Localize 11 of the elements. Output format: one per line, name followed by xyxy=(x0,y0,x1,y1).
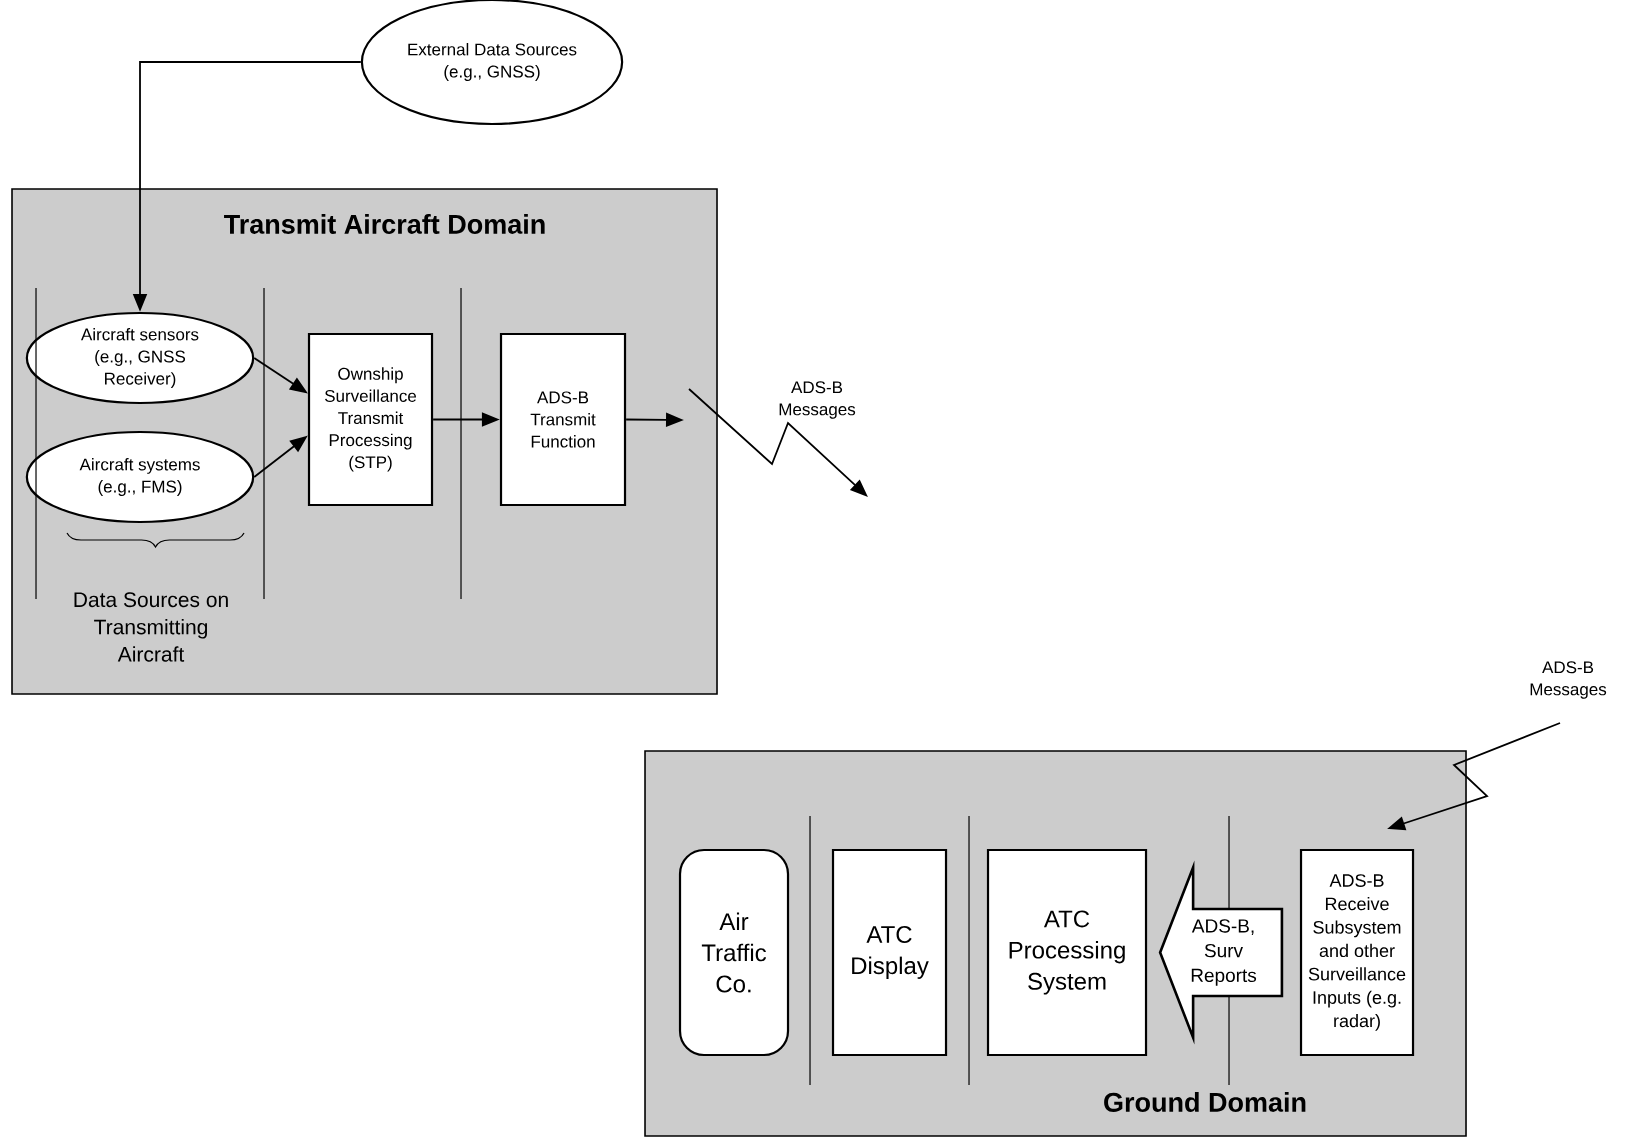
block-arrow xyxy=(1158,860,1284,1045)
process-box: ATC Display xyxy=(831,848,948,1057)
process-box: ADS-B Transmit Function xyxy=(499,332,627,507)
process-box: ADS-B Receive Subsystem and other Surveillance Inputs (e.g. radar) xyxy=(1299,848,1415,1057)
process-box: ATC Processing System xyxy=(986,848,1148,1057)
bracket-label: Data Sources on Transmitting Aircraft xyxy=(74,592,228,662)
message-label: ADS-B Messages xyxy=(779,381,856,419)
message-label: ADS-B Messages xyxy=(1530,661,1607,699)
edge-label: ADS-B, Surv Reports xyxy=(1191,919,1257,986)
operator-box: Air Traffic Co. xyxy=(678,848,790,1057)
process-box: Ownship Surveillance Transmit Processing (STP) xyxy=(307,332,434,507)
